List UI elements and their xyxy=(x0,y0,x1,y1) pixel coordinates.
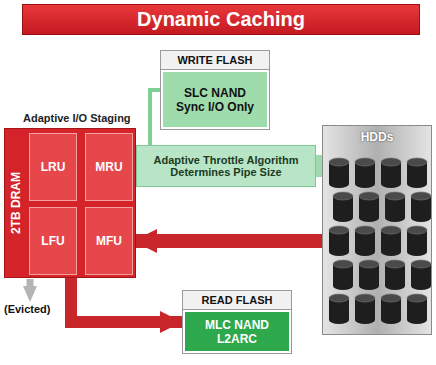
box-heading: MFU xyxy=(96,234,122,248)
connector xyxy=(133,234,322,248)
disk-stack-art xyxy=(323,126,431,334)
throttle-box: Adaptive Throttle Algorithm Determines P… xyxy=(136,145,316,187)
cache-list-box: LFU xyxy=(29,207,77,275)
group-heading: Adaptive I/O Staging xyxy=(23,112,131,124)
hdd-array: HDDs xyxy=(322,125,432,335)
box-heading: LRU xyxy=(41,160,66,174)
box-text: SLC NAND Sync I/O Only xyxy=(161,70,269,129)
vertical-label-holder: 2TB DRAM xyxy=(5,129,27,277)
evicted-label: (Evicted) xyxy=(4,303,50,315)
cache-list-box: LRU xyxy=(29,133,77,201)
write-flash-box: WRITE FLASHSLC NAND Sync I/O Only xyxy=(160,50,270,130)
box-heading: WRITE FLASH xyxy=(161,51,269,70)
box-heading: MRU xyxy=(95,160,122,174)
cache-list-box: MRU xyxy=(85,133,133,201)
box-heading: Adaptive Throttle Algorithm Determines P… xyxy=(137,152,315,180)
connector xyxy=(150,90,160,145)
cache-list-box: MFU xyxy=(85,207,133,275)
box-heading: LFU xyxy=(41,234,64,248)
box-heading: HDDs xyxy=(323,126,431,144)
dram-block: Adaptive I/O Staging2TB DRAMLRUMRULFUMFU xyxy=(4,128,136,278)
vertical-label: 2TB DRAM xyxy=(9,172,23,234)
box-text: MLC NAND L2ARC xyxy=(183,310,291,353)
title-banner: Dynamic Caching xyxy=(22,4,420,35)
box-heading: READ FLASH xyxy=(183,291,291,310)
evict-arrow-line xyxy=(27,279,34,294)
connector xyxy=(71,275,182,322)
read-flash-box: READ FLASHMLC NAND L2ARC xyxy=(182,290,292,354)
